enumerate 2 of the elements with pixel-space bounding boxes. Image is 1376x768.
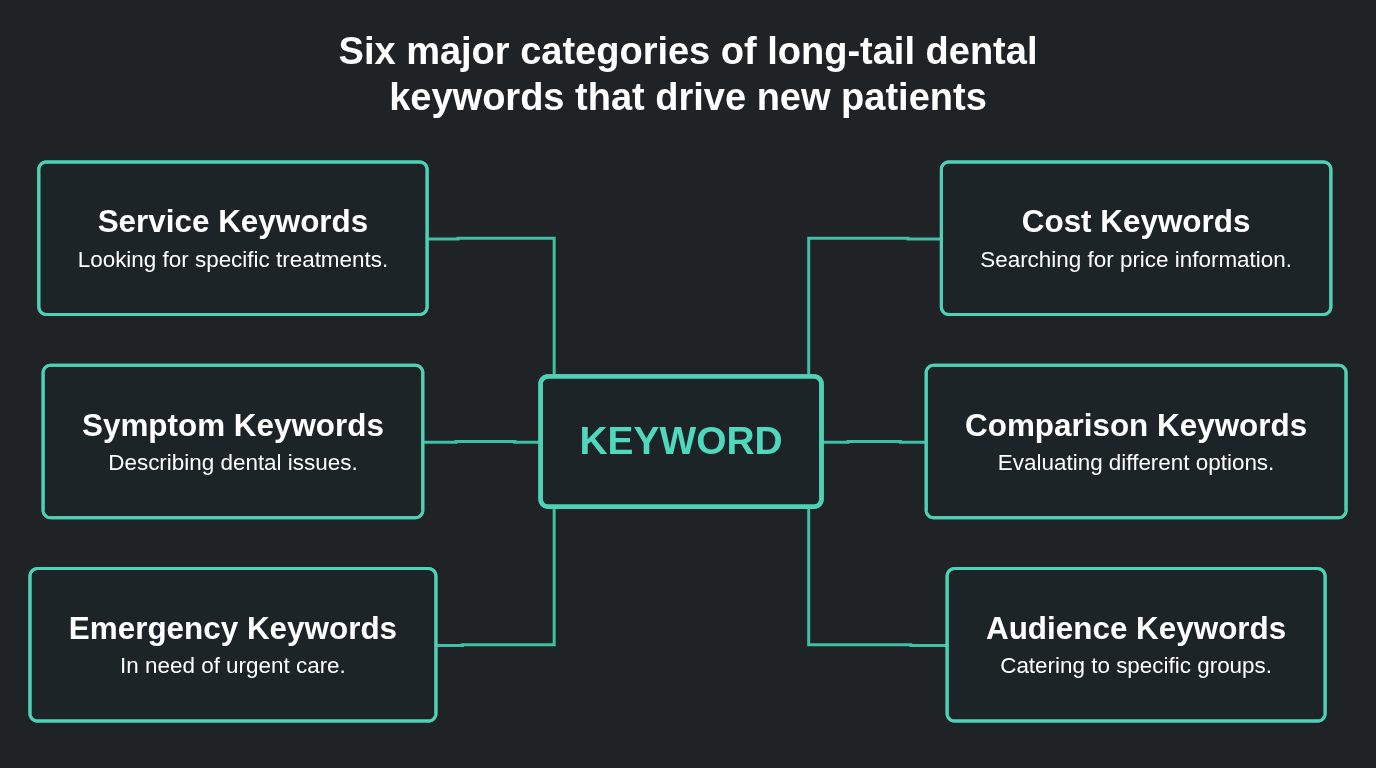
connector	[822, 440, 927, 444]
title: Six major categories of long-tail dental keywords that drive new patients	[337, 29, 1039, 120]
